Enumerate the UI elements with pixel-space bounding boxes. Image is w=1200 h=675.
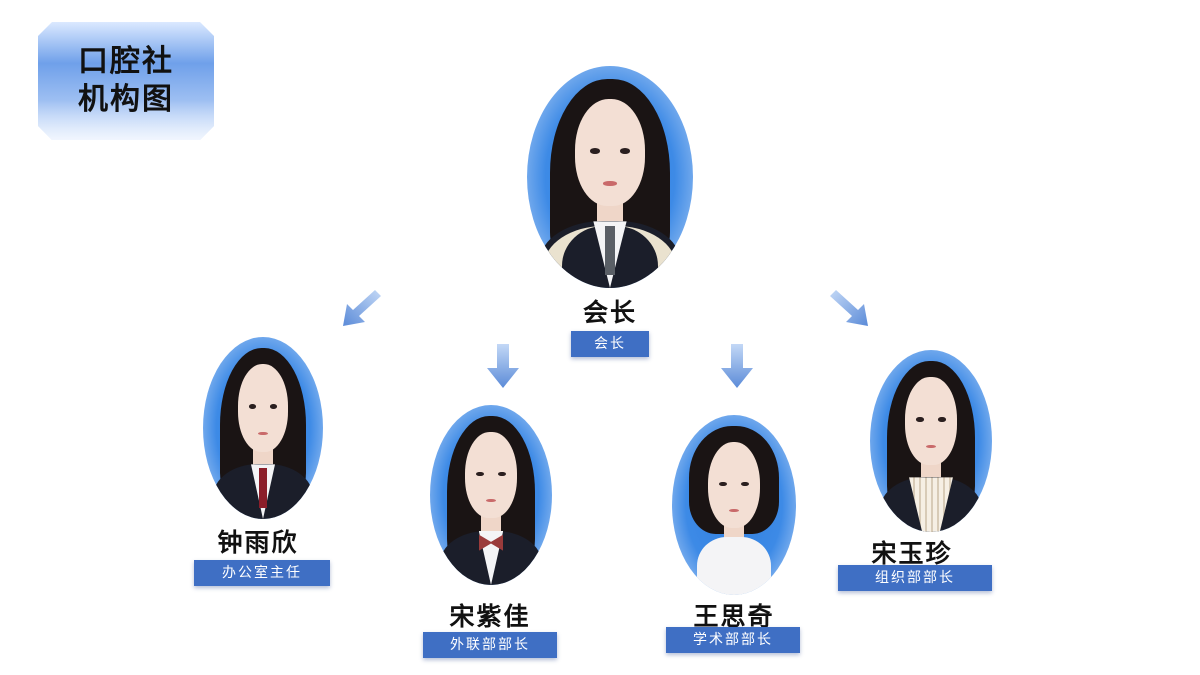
portrait-president [527, 66, 693, 288]
member-role-office: 办公室主任 [194, 560, 330, 586]
member-name-president: 会长 [582, 298, 637, 327]
member-name-academic: 王思奇 [693, 602, 775, 631]
portrait-organization [870, 350, 992, 532]
arrow-to-liaison-icon [483, 344, 523, 388]
member-name-organization: 宋玉珍 [871, 539, 953, 568]
arrow-to-academic-icon [717, 344, 757, 388]
title-line-2: 机构图 [78, 82, 174, 117]
portrait-liaison [430, 405, 552, 585]
member-name-liaison: 宋紫佳 [449, 602, 531, 631]
member-role-academic: 学术部部长 [666, 627, 800, 653]
arrow-to-organization-icon [830, 286, 870, 330]
member-role-liaison: 外联部部长 [423, 632, 557, 658]
portrait-academic [672, 415, 796, 595]
member-name-office: 钟雨欣 [217, 528, 299, 557]
portrait-office [203, 337, 323, 519]
title-badge: 口腔社 机构图 [38, 22, 214, 140]
title-line-1: 口腔社 [78, 44, 174, 79]
member-role-president: 会长 [571, 331, 649, 357]
member-role-organization: 组织部部长 [838, 565, 992, 591]
arrow-to-office-icon [341, 286, 381, 330]
